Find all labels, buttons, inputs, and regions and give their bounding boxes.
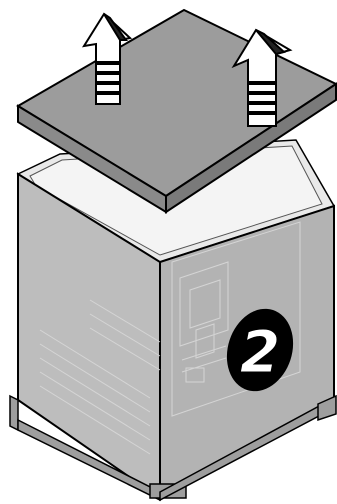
step-number: 2 bbox=[240, 318, 280, 386]
